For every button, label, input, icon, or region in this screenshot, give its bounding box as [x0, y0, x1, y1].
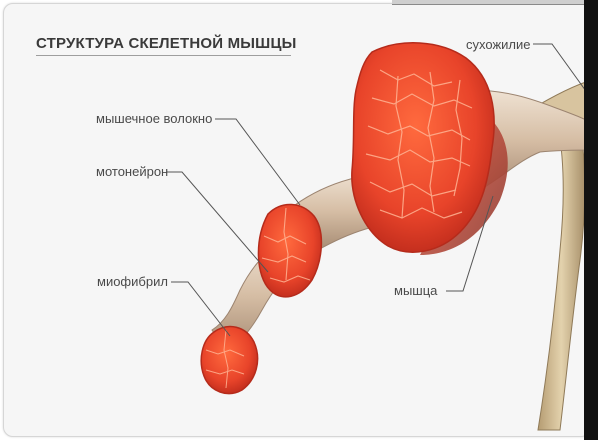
label-tendon: сухожилие: [466, 37, 530, 52]
label-myofibril: миофибрил: [97, 274, 168, 289]
myofibril-shape: [201, 327, 257, 394]
title-underline: [36, 55, 291, 56]
diagram-title: СТРУКТУРА СКЕЛЕТНОЙ МЫШЦЫ: [36, 35, 297, 52]
label-motor-neuron: мотонейрон: [96, 164, 168, 179]
label-muscle-fiber: мышечное волокно: [96, 111, 212, 126]
right-edge-frame: [584, 0, 598, 440]
leader-motor-neuron: [167, 172, 268, 272]
label-muscle: мышца: [394, 283, 437, 298]
muscle-fiber-shape: [258, 204, 321, 296]
leader-muscle-fiber: [215, 119, 300, 205]
